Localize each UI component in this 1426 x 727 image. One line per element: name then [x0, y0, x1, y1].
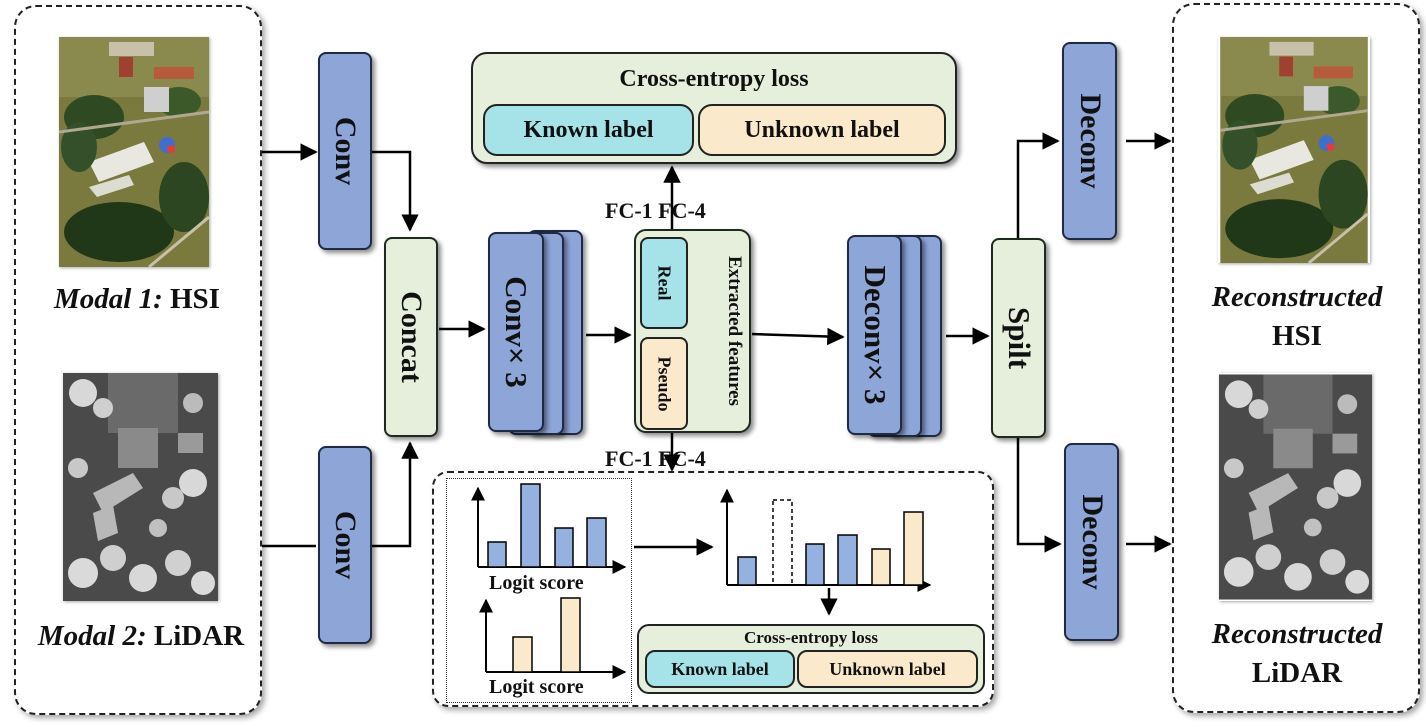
arrow-features-to-deconvx3 [751, 327, 845, 346]
modal2-name: LiDAR [153, 620, 245, 652]
concat-block: Concat [384, 237, 438, 437]
deconvx3-label: Deconv× 3 [857, 265, 893, 405]
real-label: Real [654, 265, 675, 301]
convx3-label: Conv× 3 [499, 276, 534, 388]
modal2-prefix: Modal 2: [37, 620, 147, 652]
bottom-loss-title: Cross-entropy loss [744, 628, 878, 647]
conv-block-bottom: Conv [318, 446, 372, 644]
bottom-unknown-label: Unknown label [797, 650, 978, 688]
fc-bottom-label: FC-1 FC-4 [605, 446, 706, 471]
reconstructed-lidar-title-text: Reconstructed [1211, 618, 1383, 650]
logit-subpanel [446, 478, 632, 703]
concat-label: Concat [395, 291, 428, 383]
reconstructed-lidar-name: LiDAR [1251, 657, 1343, 689]
top-known-label: Known label [483, 104, 694, 156]
logit-score-label-top: Logit score [489, 572, 584, 594]
arrow-split-to-deconv-bottom [1016, 438, 1062, 553]
deconv-top-label: Deconv [1073, 93, 1107, 189]
deconv-bottom-label: Deconv [1075, 494, 1109, 590]
hsi-image [59, 37, 209, 267]
convx3-block: Conv× 3 [488, 232, 544, 432]
split-label: Spilt [1001, 306, 1037, 370]
extracted-features-label: Extracted features [724, 255, 745, 407]
logit-score-label-bottom: Logit score [489, 676, 584, 698]
modal1-name: HSI [170, 283, 220, 315]
conv-bottom-label: Conv [329, 510, 362, 580]
conv-top-label: Conv [329, 116, 362, 186]
reconstructed-lidar-title: Reconstructed [1180, 618, 1414, 651]
reconstructed-hsi-title-text: Reconstructed [1211, 281, 1383, 313]
arrow-conv-bottom-to-concat [372, 441, 419, 548]
reconstructed-hsi-name: HSI [1272, 320, 1322, 352]
bottom-known-label: Known label [645, 650, 795, 688]
deconv-block-top: Deconv [1062, 42, 1117, 240]
reconstructed-lidar-image [1219, 374, 1372, 600]
pseudo-label: Pseudo [654, 355, 675, 412]
arrow-split-to-deconv-top [1016, 132, 1060, 238]
reconstructed-hsi-title: Reconstructed [1180, 281, 1414, 314]
pseudo-feature-box: Pseudo [640, 337, 688, 430]
deconvx3-block: Deconv× 3 [847, 235, 902, 435]
reconstructed-hsi-image [1220, 37, 1369, 263]
top-loss-title: Cross-entropy loss [619, 66, 809, 92]
modal2-caption: Modal 2: LiDAR [16, 620, 266, 653]
real-feature-box: Real [640, 237, 688, 329]
split-block: Spilt [991, 238, 1046, 438]
conv-block-top: Conv [318, 52, 372, 250]
arrow-conv-top-to-concat [372, 150, 419, 232]
modal1-caption: Modal 1: HSI [20, 283, 254, 316]
fc-top-label: FC-1 FC-4 [605, 198, 706, 223]
top-unknown-label: Unknown label [698, 104, 946, 156]
modal1-prefix: Modal 1: [54, 283, 163, 315]
deconv-block-bottom: Deconv [1064, 443, 1119, 641]
lidar-image [63, 373, 218, 601]
